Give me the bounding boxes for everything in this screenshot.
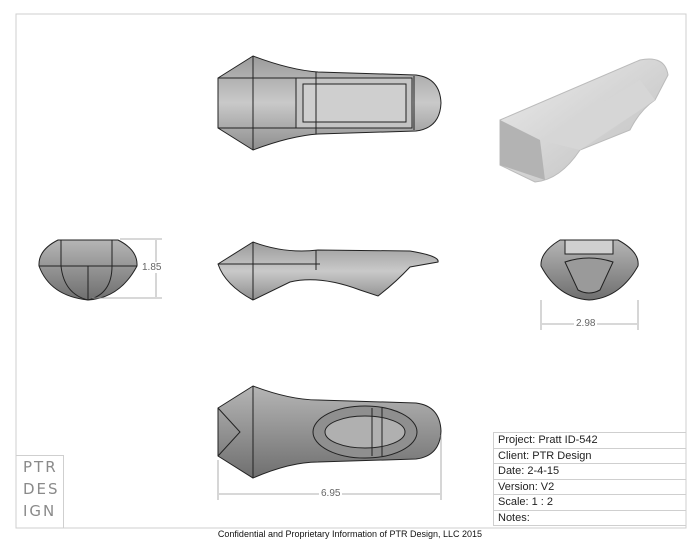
back-view bbox=[540, 239, 639, 301]
width-dimension-label: 2.98 bbox=[574, 318, 598, 329]
isometric-view bbox=[499, 58, 669, 183]
side-view bbox=[217, 241, 439, 301]
version-field: Version: V2 bbox=[493, 478, 686, 495]
scale-field: Scale: 1 : 2 bbox=[493, 494, 686, 510]
confidentiality-footer: Confidential and Proprietary Information… bbox=[217, 529, 483, 539]
front-view bbox=[38, 239, 138, 301]
title-block: Project: Pratt ID-542 Client: PTR Design… bbox=[493, 432, 686, 526]
height-dimension-label: 1.85 bbox=[140, 262, 164, 273]
client-field: Client: PTR Design bbox=[493, 447, 686, 464]
logo-line: IGN bbox=[23, 502, 57, 520]
top-view bbox=[217, 55, 442, 151]
date-field: Date: 2-4-15 bbox=[493, 463, 686, 479]
notes-field: Notes: bbox=[493, 509, 686, 526]
logo-line: PTR bbox=[23, 458, 58, 476]
sheet-border bbox=[15, 13, 687, 529]
bottom-view bbox=[217, 385, 442, 479]
logo-line: DES bbox=[23, 480, 60, 498]
project-field: Project: Pratt ID-542 bbox=[493, 432, 686, 448]
length-dimension-label: 6.95 bbox=[319, 488, 343, 499]
ptr-design-logo: PTR DES IGN bbox=[16, 455, 64, 528]
